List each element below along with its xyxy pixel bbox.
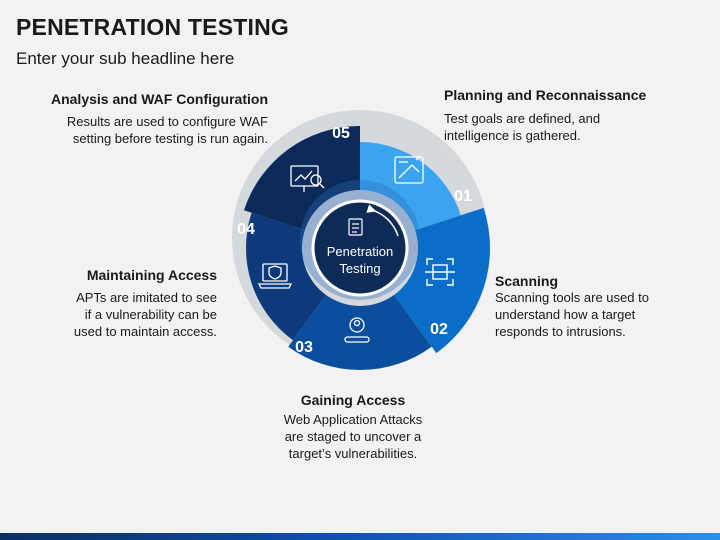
step-03-desc-line: target’s vulnerabilities. — [288, 446, 418, 461]
step-03-number: 03 — [295, 339, 313, 356]
wheel-segments — [243, 126, 490, 371]
step-04-number: 04 — [237, 221, 255, 238]
step-04-desc-line: APTs are imitated to see — [76, 290, 217, 305]
page-title: PENETRATION TESTING — [16, 14, 289, 40]
step-01-desc-line: intelligence is gathered. — [444, 128, 581, 143]
scan-frame-icon — [425, 258, 455, 286]
center-hub — [311, 199, 409, 297]
step-01-desc-line: Test goals are defined, and — [444, 111, 601, 126]
step-03-title: Gaining Access — [300, 392, 406, 408]
user-access-icon — [344, 317, 370, 343]
step-05-title: Analysis and WAF Configuration — [50, 91, 268, 107]
blueprint-icon — [394, 155, 424, 184]
step-04-description: APTs are imitated to see if a vulnerabil… — [74, 289, 217, 340]
step-05-number: 05 — [332, 125, 350, 142]
center-label-line1: Penetration — [327, 244, 394, 259]
wheel-segment-02 — [394, 207, 490, 354]
cycle-arrow-icon — [366, 204, 399, 237]
wheel-segment-01 — [360, 142, 461, 231]
step-03-desc-line: Web Application Attacks — [283, 412, 423, 427]
step-02-desc-line: responds to intrusions. — [495, 324, 626, 339]
wheel-segment-03 — [288, 294, 432, 371]
step-03-desc-line: are staged to uncover a — [284, 429, 422, 444]
wheel-segment-04 — [246, 212, 326, 341]
page-subtitle: Enter your sub headline here — [16, 49, 235, 68]
step-01-number: 01 — [454, 188, 472, 205]
step-05-desc-line: Results are used to configure WAF — [66, 114, 268, 129]
secure-laptop-icon — [257, 263, 293, 289]
step-02-desc-line: Scanning tools are used to — [495, 290, 649, 305]
step-02-title: Scanning — [495, 273, 559, 289]
center-label-line2: Testing — [339, 261, 380, 276]
step-01-title: Planning and Reconnaissance — [444, 87, 647, 103]
footer-accent-bar — [0, 533, 720, 540]
step-04-desc-line: if a vulnerability can be — [84, 307, 217, 322]
step-04-title: Maintaining Access — [86, 267, 217, 283]
step-02-number: 02 — [430, 321, 448, 338]
step-02-desc-line: understand how a target — [495, 307, 636, 322]
presentation-analysis-icon — [290, 165, 325, 192]
checklist-icon — [348, 218, 363, 236]
step-01-description: Test goals are defined, and intelligence… — [444, 110, 600, 144]
wheel-segment-05 — [243, 126, 360, 231]
step-04-desc-line: used to maintain access. — [73, 324, 217, 339]
step-03-description: Web Application Attacks are staged to un… — [230, 411, 476, 462]
step-05-description: Results are used to configure WAF settin… — [67, 113, 268, 147]
step-05-desc-line: setting before testing is run again. — [72, 131, 268, 146]
step-02-description: Scanning tools are used to understand ho… — [495, 289, 649, 340]
